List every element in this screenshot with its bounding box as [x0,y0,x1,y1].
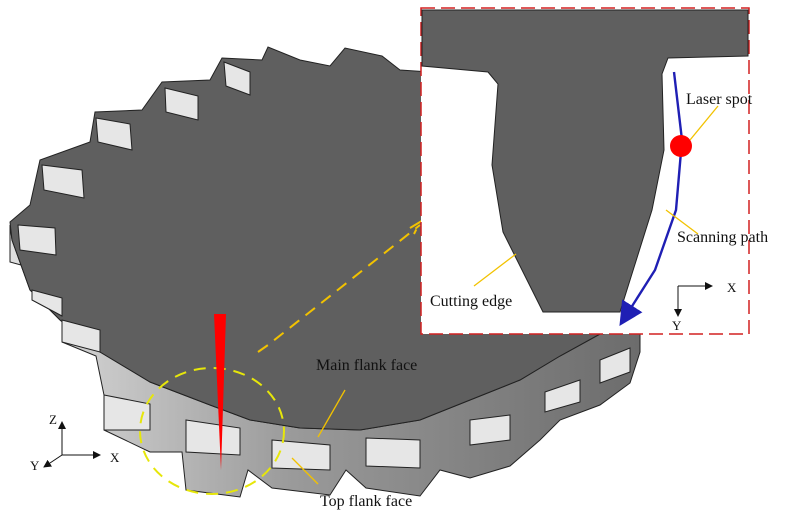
focus-circle [139,367,285,495]
leader-main-flank [317,389,346,438]
leader-laser-spot [689,105,719,141]
inset-axis-y-label: Y [672,318,682,333]
laser-beam [214,314,226,470]
top-flank-face-label: Top flank face [320,493,412,510]
leader-scanning-path [665,209,699,235]
cutting-edge-label: Cutting edge [430,293,512,310]
leader-cutting-edge [473,253,517,287]
laser-spot-label: Laser spot [686,91,753,108]
leader-top-flank [291,457,319,485]
detail-inset: Laser spot Scanning path Cutting edge X … [420,7,768,335]
main-axis-x-label: X [110,450,120,465]
scanning-path-label: Scanning path [677,229,768,246]
main-axis-z-label: Z [49,412,57,427]
main-axes [43,421,101,468]
scan-path [619,71,684,327]
detail-connector [257,219,423,353]
main-flank-face-label: Main flank face [316,357,417,374]
main-axis-y-label: Y [30,458,40,473]
inset-axes [674,282,713,317]
tooth-notches [17,61,631,471]
inset-axis-x-label: X [727,280,737,295]
laser-spot-dot [670,135,692,157]
